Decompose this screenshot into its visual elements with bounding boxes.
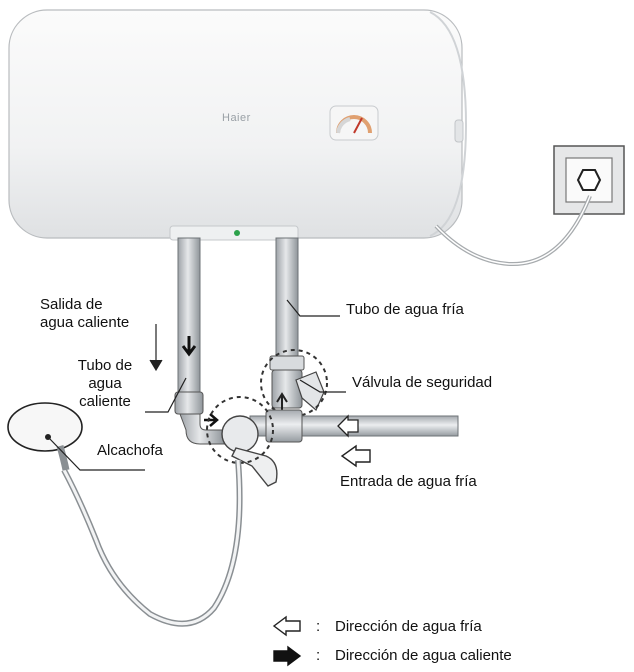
water-heater-tank <box>8 9 468 239</box>
shower-hose <box>61 459 243 627</box>
leader-lines <box>47 299 346 471</box>
wall-socket-icon <box>553 145 625 215</box>
legend-hot-arrow-icon <box>273 645 302 667</box>
legend-hot-separator: : <box>316 647 321 664</box>
cold-inlet-arrow-icon <box>340 444 371 468</box>
indicator-light <box>234 230 240 236</box>
hot-water-pipe-label: Tubo de agua caliente <box>77 357 133 410</box>
hot-flow-arrow-icon <box>181 336 197 357</box>
shower-head-icon <box>7 402 83 471</box>
mixer-lever <box>231 447 278 487</box>
legend-hot-text: Dirección de agua caliente <box>335 647 512 664</box>
legend-cold-separator: : <box>316 618 321 635</box>
hot-water-outlet-label: Salida de agua caliente <box>40 296 130 331</box>
cold-water-inlet-label: Entrada de agua fría <box>340 473 477 490</box>
brand-logo-text: Haier <box>222 112 251 124</box>
shower-head-label: Alcachofa <box>97 442 163 459</box>
safety-valve-label: Válvula de seguridad <box>352 374 493 391</box>
hot-water-pipe <box>174 237 225 445</box>
thermostat-dial-icon <box>329 105 379 141</box>
cold-water-pipe <box>269 237 305 371</box>
legend-cold-arrow-icon <box>272 615 301 637</box>
tank-bottom-bracket <box>169 225 299 241</box>
mixer-valve <box>206 396 278 487</box>
legend-cold-text: Dirección de agua fría <box>335 618 482 635</box>
cold-water-inlet-pipe <box>249 409 459 443</box>
cold-flow-arrow-icon <box>337 414 359 438</box>
cold-water-pipe-label: Tubo de agua fría <box>346 301 464 318</box>
